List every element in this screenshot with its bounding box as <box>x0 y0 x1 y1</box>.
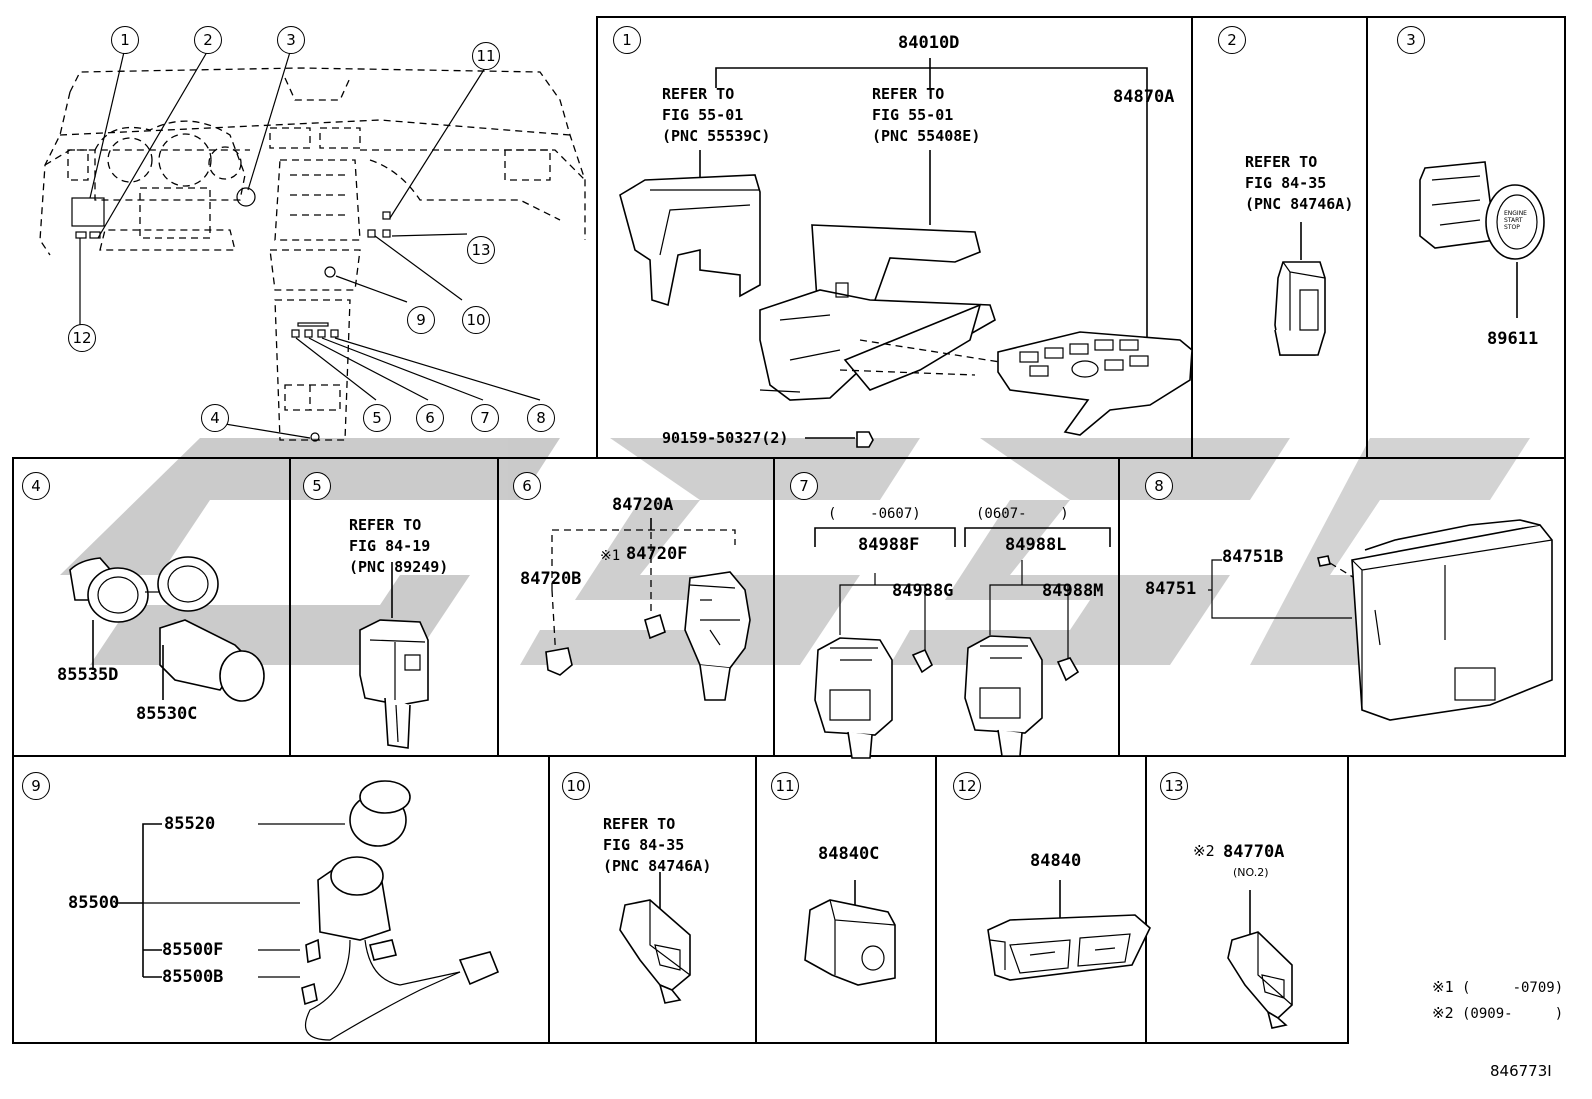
part-number-84988L[interactable]: 84988L <box>1005 535 1067 555</box>
date-range-label: ( -0607) <box>828 506 921 522</box>
panel-9-number: 9 <box>22 772 50 800</box>
panel-3-frame <box>1366 16 1566 459</box>
overview-callout: 11 <box>472 42 500 70</box>
footnote-range: (0909- ) <box>1462 1006 1564 1022</box>
overview-callout: 1 <box>111 26 139 54</box>
part-number-84870A[interactable]: 84870A <box>1113 87 1175 107</box>
reference-note[interactable]: REFER TO FIG 55-01 (PNC 55539C) <box>662 85 771 145</box>
footnote-mark: ※2 <box>1432 1004 1454 1022</box>
part-number-84988G[interactable]: 84988G <box>892 581 954 601</box>
panel-5-frame <box>289 457 499 757</box>
panel-2-frame <box>1191 16 1368 459</box>
part-number-84720B[interactable]: 84720B <box>520 569 582 589</box>
part-number-84720F[interactable]: 84720F <box>626 544 688 564</box>
overview-callout: 2 <box>194 26 222 54</box>
part-number-85535D[interactable]: 85535D <box>57 665 119 685</box>
overview-callout: 13 <box>467 236 495 264</box>
reference-note[interactable]: REFER TO FIG 84-19 (PNC 89249) <box>349 516 449 576</box>
part-number-85500[interactable]: 85500 <box>68 893 120 913</box>
part-number-84988F[interactable]: 84988F <box>858 535 920 555</box>
reference-note[interactable]: REFER TO FIG 84-35 (PNC 84746A) <box>1245 153 1354 213</box>
panel-13-frame <box>1145 755 1349 1044</box>
panel-12-number: 12 <box>953 772 981 800</box>
overview-callout: 12 <box>68 324 96 352</box>
panel-10-number: 10 <box>562 772 590 800</box>
part-number-84751[interactable]: 84751 <box>1145 579 1197 599</box>
part-number-84010D[interactable]: 84010D <box>898 33 960 53</box>
part-number-84988M[interactable]: 84988M <box>1042 581 1104 601</box>
overview-callout: 5 <box>363 404 391 432</box>
part-number-89611[interactable]: 89611 <box>1487 329 1539 349</box>
part-number-84840[interactable]: 84840 <box>1030 851 1082 871</box>
panel-11-number: 11 <box>771 772 799 800</box>
overview-callout: 4 <box>201 404 229 432</box>
panel-8-frame <box>1118 457 1566 757</box>
part-number-84770A[interactable]: 84770A <box>1223 842 1285 862</box>
panel-7-frame <box>773 457 1120 757</box>
panel-4-number: 4 <box>22 472 50 500</box>
panel-3-number: 3 <box>1397 26 1425 54</box>
part-number-85530C[interactable]: 85530C <box>136 704 198 724</box>
overview-callout: 6 <box>416 404 444 432</box>
panel-1-frame <box>596 16 1193 459</box>
note-mark: ※1 <box>600 548 621 564</box>
footnote-mark: ※1 <box>1432 978 1454 996</box>
part-number-84720A[interactable]: 84720A <box>612 495 674 515</box>
overview-callout: 7 <box>471 404 499 432</box>
panel-7-number: 7 <box>790 472 818 500</box>
date-range-label: (0607- ) <box>976 506 1069 522</box>
part-number-84751B[interactable]: 84751B <box>1222 547 1284 567</box>
panel-8-number: 8 <box>1145 472 1173 500</box>
part-number-screw[interactable]: 90159-50327(2) <box>662 429 789 447</box>
overview-callout: 8 <box>527 404 555 432</box>
overview-callout: 10 <box>462 306 490 334</box>
overview-callout: 3 <box>277 26 305 54</box>
part-number-84840C[interactable]: 84840C <box>818 844 880 864</box>
engine-start-button-label: ENGINE START STOP <box>1504 210 1527 231</box>
footnote-range: ( -0709) <box>1462 980 1564 996</box>
note-mark: ※2 <box>1193 842 1215 860</box>
panel-1-number: 1 <box>613 26 641 54</box>
panel-13-number: 13 <box>1160 772 1188 800</box>
part-number-85500B[interactable]: 85500B <box>162 967 224 987</box>
diagram-id: 846773I <box>1490 1062 1552 1080</box>
part-number-85520[interactable]: 85520 <box>164 814 216 834</box>
part-number-85500F[interactable]: 85500F <box>162 940 224 960</box>
part-sub-label: (NO.2) <box>1233 866 1269 879</box>
panel-6-number: 6 <box>513 472 541 500</box>
panel-2-number: 2 <box>1218 26 1246 54</box>
reference-note[interactable]: REFER TO FIG 84-35 (PNC 84746A) <box>603 815 712 875</box>
overview-callout: 9 <box>407 306 435 334</box>
panel-5-number: 5 <box>303 472 331 500</box>
reference-note[interactable]: REFER TO FIG 55-01 (PNC 55408E) <box>872 85 981 145</box>
